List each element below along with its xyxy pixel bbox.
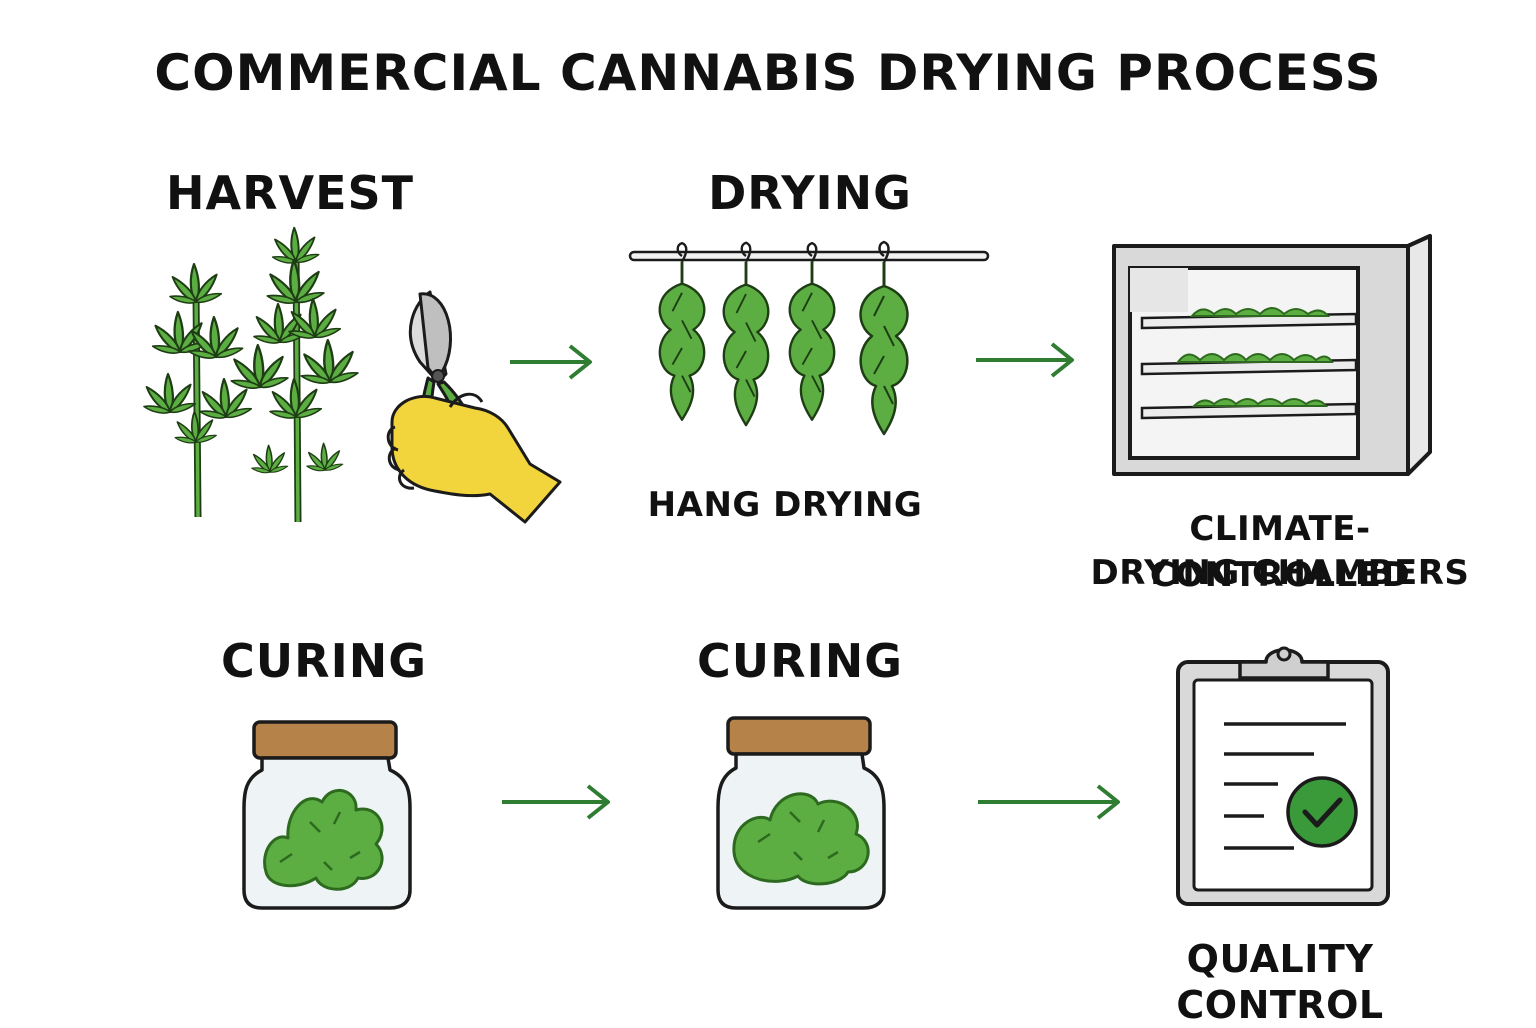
checkmark-icon [1286,776,1358,848]
quality-control-caption: QUALITY CONTROL [1176,937,1384,1027]
page-title: COMMERCIAL CANNABIS DRYING PROCESS [154,44,1382,102]
flow-arrow [976,342,1074,378]
chamber-caption-line2: DRYING CHAMBERS [1090,553,1470,593]
hang-drying-illustration [628,240,990,436]
flow-arrow [510,344,592,380]
curing-heading-1: CURING [221,634,427,688]
cannabis-plant-icon [143,264,252,518]
chamber-caption-line1: CLIMATE-CONTROLLED [1149,509,1411,595]
curing-jar-icon [242,720,412,910]
hanging-branch-icon [859,240,909,436]
flow-arrow [978,784,1120,820]
cannabis-plant-icon [231,228,359,523]
drying-chamber-icon [1112,234,1432,476]
curing-jar-icon [716,716,886,910]
hanging-branch-icon [788,241,836,422]
drying-heading: DRYING [708,166,912,220]
flow-arrow [502,784,610,820]
hanging-branch-icon [658,241,706,422]
curing-heading-2: CURING [697,634,903,688]
hang-drying-caption: HANG DRYING [647,485,923,525]
harvest-heading: HARVEST [165,166,415,220]
gloved-hand-icon [386,392,562,524]
clipboard-icon [1176,646,1390,906]
harvest-illustration [130,232,562,524]
hanging-branch-icon [722,241,770,427]
